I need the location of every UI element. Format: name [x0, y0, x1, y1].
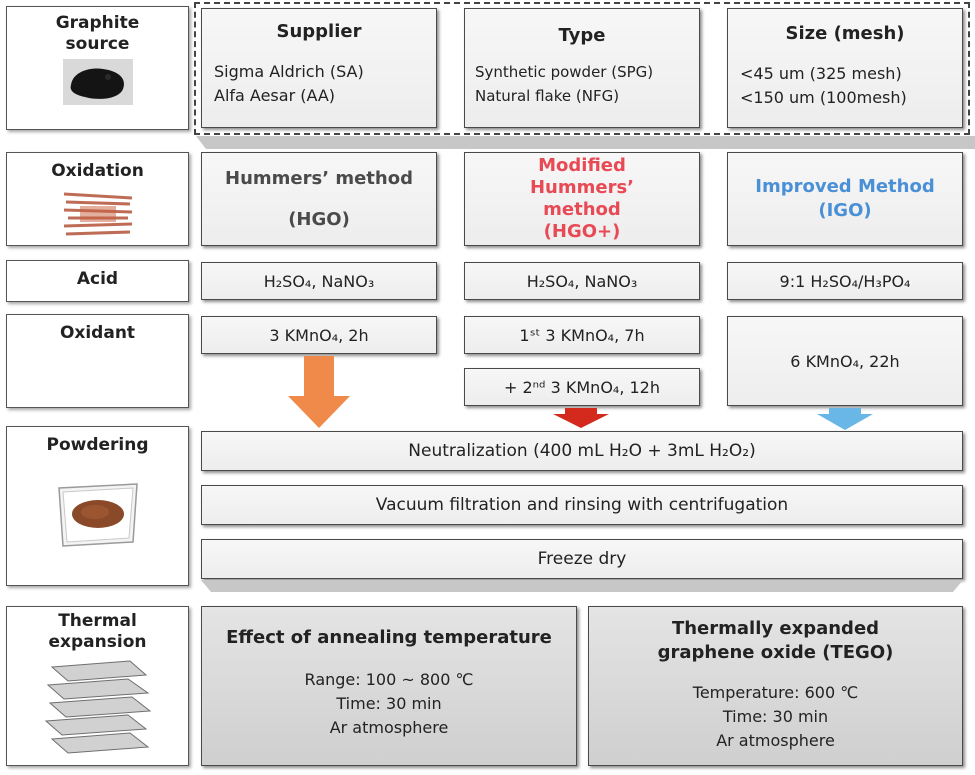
powdering-step-text: Freeze dry [537, 549, 627, 569]
expanded-graphene-sheets-image [44, 660, 151, 754]
powdering-label-box: Powdering [6, 426, 189, 586]
method-abbr: (IGO) [818, 200, 872, 221]
oxidant-value: 3 KMnO₄, 2h [269, 325, 369, 345]
arrow-down-igo-icon [817, 408, 873, 430]
oxidation-label-box: Oxidation [6, 152, 189, 246]
method-name: Improved Method [755, 176, 935, 197]
method-name: Modified Hummers’ method [529, 155, 635, 220]
oxidant-value: 6 KMnO₄, 22h [790, 351, 900, 371]
filtration-step: Vacuum filtration and rinsing with centr… [201, 485, 963, 525]
oxidant-box-hgo: 3 KMnO₄, 2h [201, 316, 437, 354]
acid-value: H₂SO₄, NaNO₃ [263, 271, 375, 291]
graphite-source-label-box: Graphite source [6, 6, 189, 130]
thermal-expansion-label: Thermal expansion [48, 611, 147, 652]
powdering-step-text: Vacuum filtration and rinsing with centr… [375, 495, 789, 515]
neutralization-step: Neutralization (400 mL H₂O + 3mL H₂O₂) [201, 431, 963, 471]
tego-box: Thermally expanded graphene oxide (TEGO)… [588, 606, 963, 766]
powdering-step-text: Neutralization (400 mL H₂O + 3mL H₂O₂) [408, 441, 756, 461]
acid-box-hgo: H₂SO₄, NaNO₃ [201, 262, 437, 300]
acid-label-box: Acid [6, 260, 189, 302]
type-box: Type Synthetic powder (SPG) Natural flak… [464, 8, 700, 128]
method-abbr: (HGO+) [543, 221, 621, 242]
size-box: Size (mesh) <45 um (325 mesh) <150 um (1… [727, 8, 963, 128]
tego-title: Thermally expanded graphene oxide (TEGO) [657, 618, 894, 663]
annealing-line: Time: 30 min [336, 694, 442, 713]
freeze-dry-step: Freeze dry [201, 539, 963, 579]
type-title: Type [558, 25, 606, 46]
oxidant-label-box: Oxidant [6, 314, 189, 408]
oxidant-value: 1ˢᵗ 3 KMnO₄, 7h [519, 325, 645, 345]
method-name: Hummers’ method [225, 168, 413, 189]
arrow-down-hgo-plus-icon [553, 408, 609, 428]
improved-method-box: Improved Method (IGO) [727, 152, 963, 246]
type-line: Natural flake (NFG) [475, 87, 620, 105]
graphite-powder-image [62, 59, 133, 105]
oxidant-box-hgo-plus-second: + 2ⁿᵈ 3 KMnO₄, 12h [464, 368, 700, 406]
modified-hummers-method-box: Modified Hummers’ method (HGO+) [464, 152, 700, 246]
acid-label: Acid [76, 269, 119, 289]
acid-box-igo: 9:1 H₂SO₄/H₃PO₄ [727, 262, 963, 300]
tego-line: Temperature: 600 ℃ [692, 683, 859, 702]
size-line: <150 um (100mesh) [740, 88, 907, 107]
powder-dish-image [57, 483, 138, 547]
source-dashed-frame [194, 2, 970, 135]
acid-value: H₂SO₄, NaNO₃ [526, 271, 638, 291]
oxidation-label: Oxidation [51, 161, 144, 181]
acid-value: 9:1 H₂SO₄/H₃PO₄ [779, 271, 911, 291]
annealing-temperature-box: Effect of annealing temperature Range: 1… [201, 606, 577, 766]
supplier-line: Sigma Aldrich (SA) [214, 62, 364, 81]
acid-box-hgo-plus: H₂SO₄, NaNO₃ [464, 262, 700, 300]
tego-line: Ar atmosphere [716, 731, 835, 750]
arrow-down-hgo-icon [288, 356, 350, 428]
type-line: Synthetic powder (SPG) [475, 63, 654, 81]
supplier-title: Supplier [276, 21, 362, 42]
oxidant-box-igo: 6 KMnO₄, 22h [727, 316, 963, 406]
supplier-box: Supplier Sigma Aldrich (SA) Alfa Aesar (… [201, 8, 437, 128]
powdering-label: Powdering [46, 435, 149, 455]
oxidant-value: + 2ⁿᵈ 3 KMnO₄, 12h [504, 377, 660, 397]
annealing-title: Effect of annealing temperature [226, 627, 552, 648]
annealing-line: Ar atmosphere [329, 718, 449, 737]
layered-oxide-image [63, 192, 132, 236]
thermal-expansion-label-box: Thermal expansion [6, 606, 189, 766]
method-abbr: (HGO) [288, 209, 350, 230]
annealing-line: Range: 100 ~ 800 ℃ [304, 670, 474, 689]
oxidant-box-hgo-plus-first: 1ˢᵗ 3 KMnO₄, 7h [464, 316, 700, 354]
size-line: <45 um (325 mesh) [740, 64, 902, 83]
size-title: Size (mesh) [785, 23, 905, 44]
funnel-connector [201, 580, 963, 592]
hummers-method-box: Hummers’ method (HGO) [201, 152, 437, 246]
tego-line: Time: 30 min [722, 707, 829, 726]
graphite-source-label: Graphite source [55, 13, 140, 54]
supplier-line: Alfa Aesar (AA) [214, 86, 336, 105]
oxidant-label: Oxidant [59, 323, 136, 343]
funnel-connector [196, 136, 975, 149]
